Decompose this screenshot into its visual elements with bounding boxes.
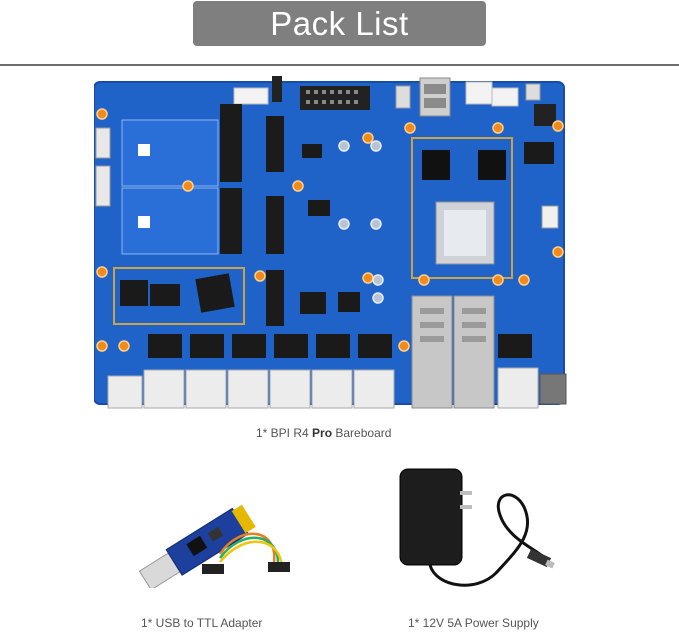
- board-caption-emphasis: Pro: [312, 426, 333, 440]
- power-supply-image: [399, 468, 555, 587]
- psu-caption: 1* 12V 5A Power Supply: [408, 616, 539, 630]
- board-caption-prefix: 1* BPI R4: [256, 426, 313, 440]
- adapter-caption: 1* USB to TTL Adapter: [141, 616, 263, 630]
- pack-list-title: Pack List: [193, 1, 486, 46]
- usb-ttl-adapter-image: [138, 504, 290, 588]
- board-caption-suffix: Bareboard: [332, 426, 392, 440]
- board-caption: 1* BPI R4 Pro Bareboard: [256, 426, 391, 440]
- divider: [0, 64, 679, 66]
- bpi-r4-pro-board-image: [94, 76, 567, 409]
- page-title: Pack List: [270, 4, 409, 42]
